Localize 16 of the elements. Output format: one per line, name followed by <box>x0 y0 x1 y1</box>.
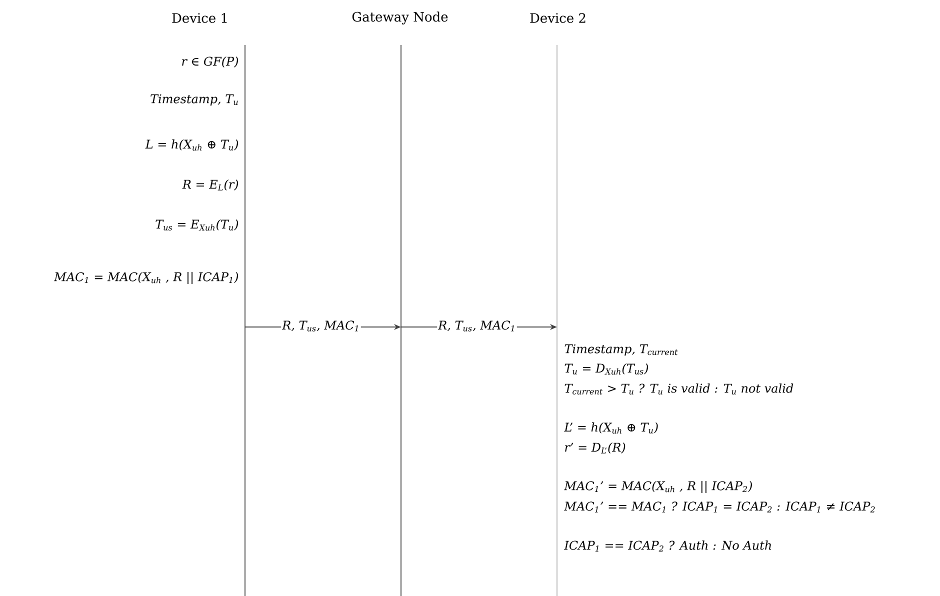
equation: ICAP$_{1}$ == ICAP$_{2}$ ? Auth : No Auth <box>564 540 772 552</box>
equation: MAC$_{1}$’ == MAC$_{1}$ ? ICAP$_{1}$ = ICAP$_{2}$ : ICAP$_{1}$ ≠ ICAP$_{2}$ <box>564 502 875 512</box>
equation: MAC$_{1}$ = MAC(X$_{uh}$ , R || ICAP$_{1}$) <box>54 272 238 284</box>
equation: r ∈ GF(P) <box>182 56 238 68</box>
equation: r’ = D$_{L’}$(R) <box>565 442 626 454</box>
equation: L’ = h(X$_{uh}$ ⊕ T$_{u}$) <box>564 422 658 434</box>
edge-label: R, T$_{us}$, MAC$_{1}$ <box>281 320 361 332</box>
equation: T$_{us}$ = E$_{Xuh}$(T$_{u}$) <box>156 219 238 231</box>
equation: Timestamp, T$_{current}$ <box>564 344 678 356</box>
equation: R = E$_{L}$(r) <box>182 180 238 190</box>
equation: L = h(X$_{uh}$ ⊕ T$_{u}$) <box>145 139 238 151</box>
equation: Timestamp, T$_{u}$ <box>150 94 238 106</box>
equation: MAC$_{1}$’ = MAC(X$_{uh}$ , R || ICAP$_{2}$) <box>564 481 752 493</box>
edge-label: R, T$_{us}$, MAC$_{1}$ <box>437 320 517 332</box>
equation: T$_{current}$ > T$_{u}$ ? T$_{u}$ is valid : T$_{u}$ not valid <box>564 383 794 394</box>
equation: T$_{u}$ = D$_{Xuh}$(T$_{us}$) <box>564 363 648 375</box>
